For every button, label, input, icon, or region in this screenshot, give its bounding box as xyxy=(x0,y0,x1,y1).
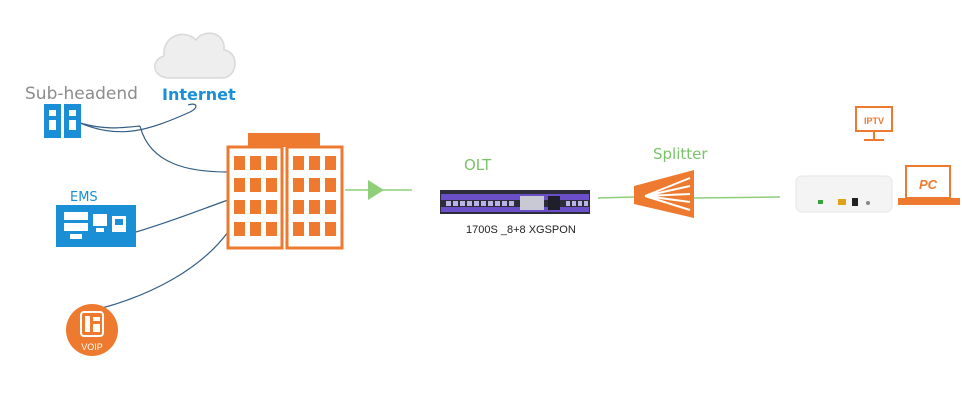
olt-port xyxy=(460,201,465,206)
voip-phone-icon: VOIP xyxy=(66,304,118,356)
olt-port xyxy=(572,201,576,206)
splitter-label: Splitter xyxy=(653,145,708,163)
olt-port xyxy=(453,201,458,206)
building-window xyxy=(293,178,304,192)
iptv-label: IPTV xyxy=(864,116,884,126)
olt-port xyxy=(474,201,479,206)
sub-headend-label: Sub-headend xyxy=(25,84,138,104)
splitter-ont-link xyxy=(693,196,781,199)
building-window xyxy=(325,222,336,236)
ems-network-icon xyxy=(56,205,136,247)
building-window xyxy=(266,222,277,236)
olt-port xyxy=(584,201,588,206)
iptv-icon: IPTV xyxy=(855,106,893,141)
olt-label: OLT xyxy=(464,156,492,174)
building-window xyxy=(250,222,261,236)
splitter-icon xyxy=(634,170,694,218)
building-window xyxy=(325,156,336,170)
pc-icon: PC xyxy=(898,165,960,205)
olt-port xyxy=(488,201,493,206)
link-voip xyxy=(101,231,229,309)
building-olt-link xyxy=(345,180,412,200)
olt-port xyxy=(495,201,500,206)
building-window xyxy=(309,178,320,192)
pc-label: PC xyxy=(919,177,938,192)
building-window xyxy=(325,200,336,214)
building-window xyxy=(325,178,336,192)
olt-splitter-link xyxy=(597,196,635,199)
ems-label: EMS xyxy=(70,190,98,205)
building-window xyxy=(266,178,277,192)
olt-port xyxy=(467,201,472,206)
ont-router-icon xyxy=(795,175,893,213)
building-window xyxy=(234,178,245,192)
building-window xyxy=(234,200,245,214)
olt-port xyxy=(578,201,582,206)
link-subheadend xyxy=(79,103,197,133)
building-window xyxy=(309,156,320,170)
building-window xyxy=(293,222,304,236)
building-window xyxy=(250,156,261,170)
internet-label: Internet xyxy=(162,85,236,104)
building-window xyxy=(234,222,245,236)
olt-model-label: 1700S _8+8 XGSPON xyxy=(466,224,576,236)
building-window xyxy=(293,156,304,170)
source-links xyxy=(79,103,229,309)
building-window xyxy=(234,156,245,170)
building-window xyxy=(250,200,261,214)
olt-port xyxy=(446,201,451,206)
olt-port xyxy=(509,201,514,206)
cloud-icon xyxy=(154,32,236,79)
olt-port xyxy=(566,201,570,206)
voip-label: VOIP xyxy=(81,342,103,352)
server-pair-icon xyxy=(44,104,81,138)
olt-device-icon xyxy=(440,190,590,214)
link-internet xyxy=(79,122,141,129)
link-ems xyxy=(135,199,229,233)
building-window xyxy=(309,200,320,214)
olt-port xyxy=(502,201,507,206)
building-window xyxy=(266,156,277,170)
building-window xyxy=(293,200,304,214)
building-window xyxy=(266,200,277,214)
olt-port xyxy=(481,201,486,206)
building-window xyxy=(250,178,261,192)
building-icon xyxy=(226,133,344,250)
link-building-top xyxy=(139,125,229,173)
building-window xyxy=(309,222,320,236)
